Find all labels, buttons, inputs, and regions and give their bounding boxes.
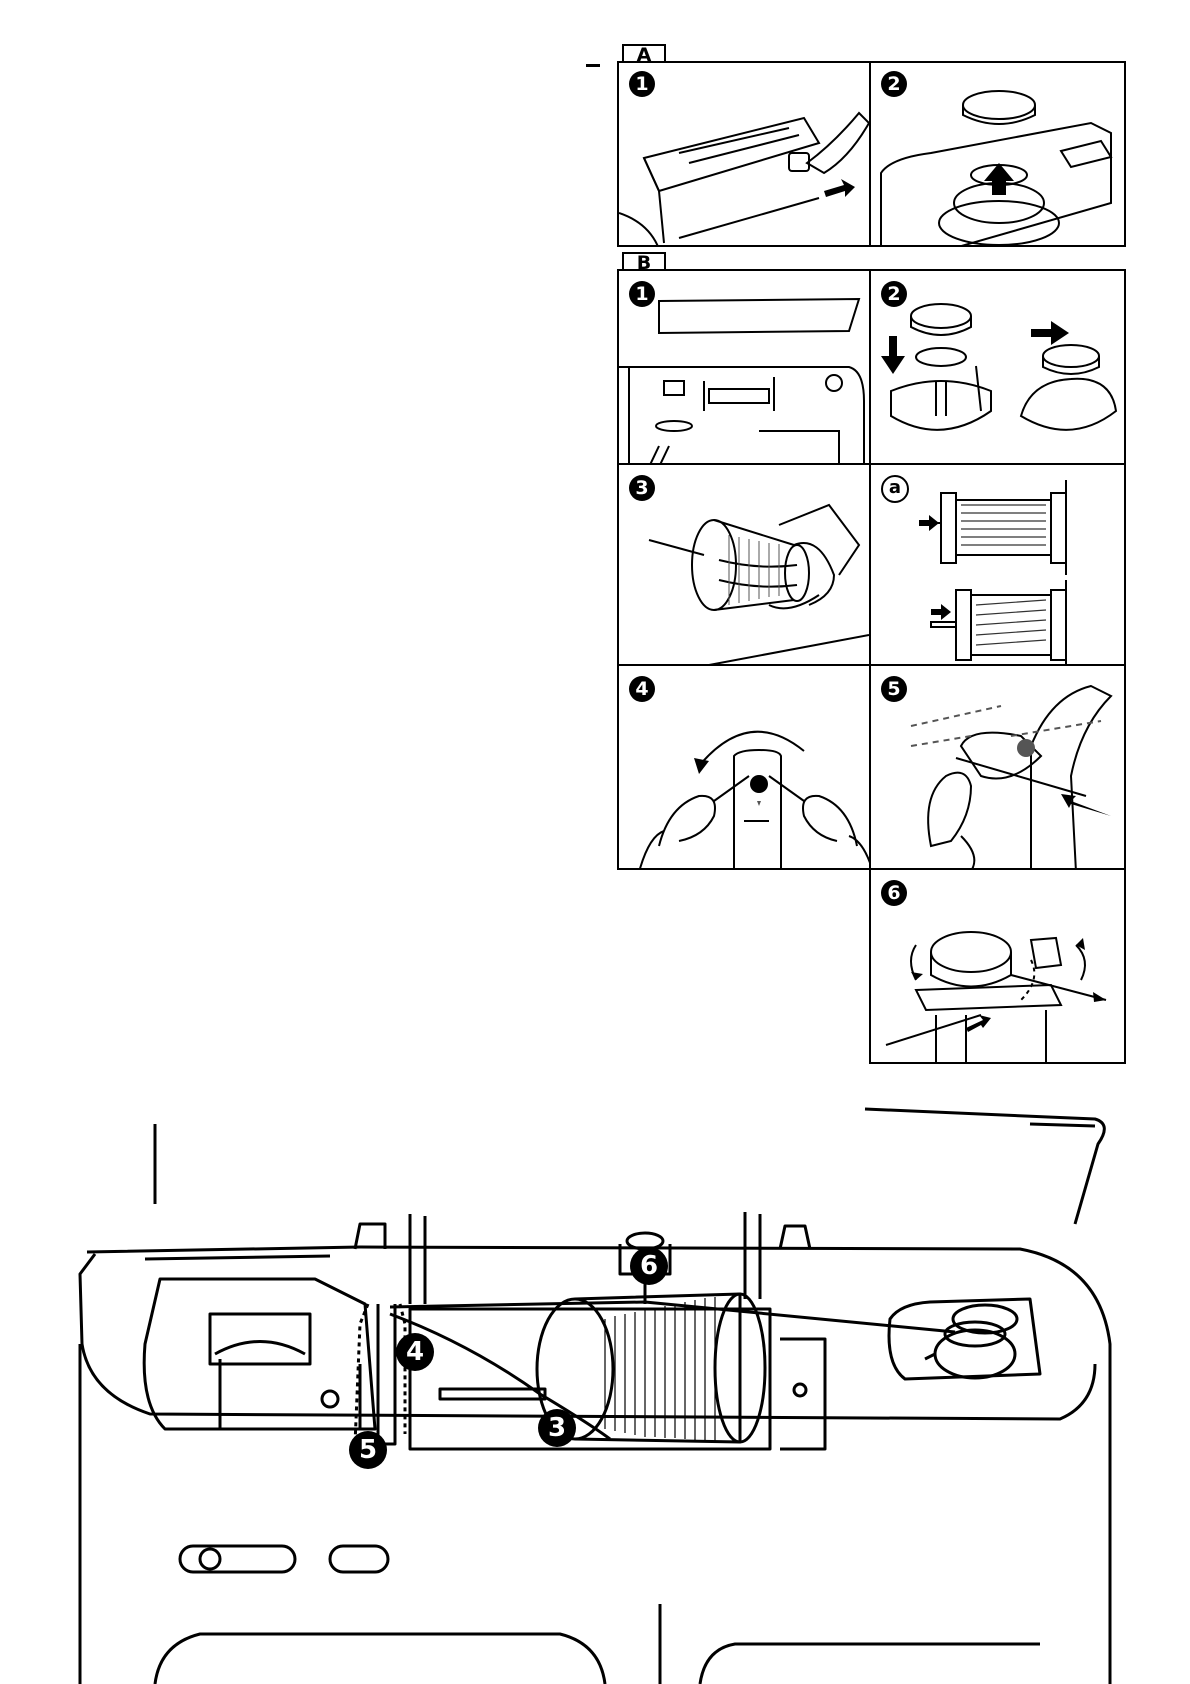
step-badge-a2: 2 [881,71,907,97]
panel-b-step-2: 2 [869,269,1126,465]
hold-thread-around-guide-illustration [619,666,871,870]
panel-b-step-5: 5 [869,664,1126,870]
step-badge-b5: 5 [881,676,907,702]
callout-3: 3 [538,1409,576,1447]
panel-b-step-6: 6 [869,868,1126,1064]
callout-5: 5 [349,1431,387,1469]
remove-bobbin-cover-illustration [619,63,871,247]
step-badge-b4: 4 [629,676,655,702]
spool-orientation-illustration [871,465,1126,666]
wind-thread-on-bobbin-illustration [871,870,1126,1064]
remove-bobbin-illustration [871,63,1126,247]
step-badge-b3: 3 [629,475,655,501]
step-badge-a1: 1 [629,71,655,97]
step-badge-b1: 1 [629,281,655,307]
callout-4: 4 [396,1333,434,1371]
step-badge-ba: a [881,475,909,503]
place-bobbin-on-winder-illustration [871,271,1126,465]
thread-tension-disc-illustration [871,666,1126,870]
step-badge-b6: 6 [881,880,907,906]
panel-b-step-a: a [869,463,1126,666]
step-badge-b2: 2 [881,281,907,307]
machine-top-view-illustration [619,271,871,465]
section-a-dash [586,64,600,67]
panel-a-step-2: 2 [869,61,1126,247]
panel-a-step-1: 1 [617,61,871,247]
bobbin-winding-overview-illustration [0,1104,1190,1684]
panel-b-step-1: 1 [617,269,871,465]
callout-6: 6 [630,1247,668,1285]
panel-b-step-3: 3 [617,463,871,666]
thread-spool-on-pin-illustration [619,465,871,666]
panel-b-step-4: 4 [617,664,871,870]
